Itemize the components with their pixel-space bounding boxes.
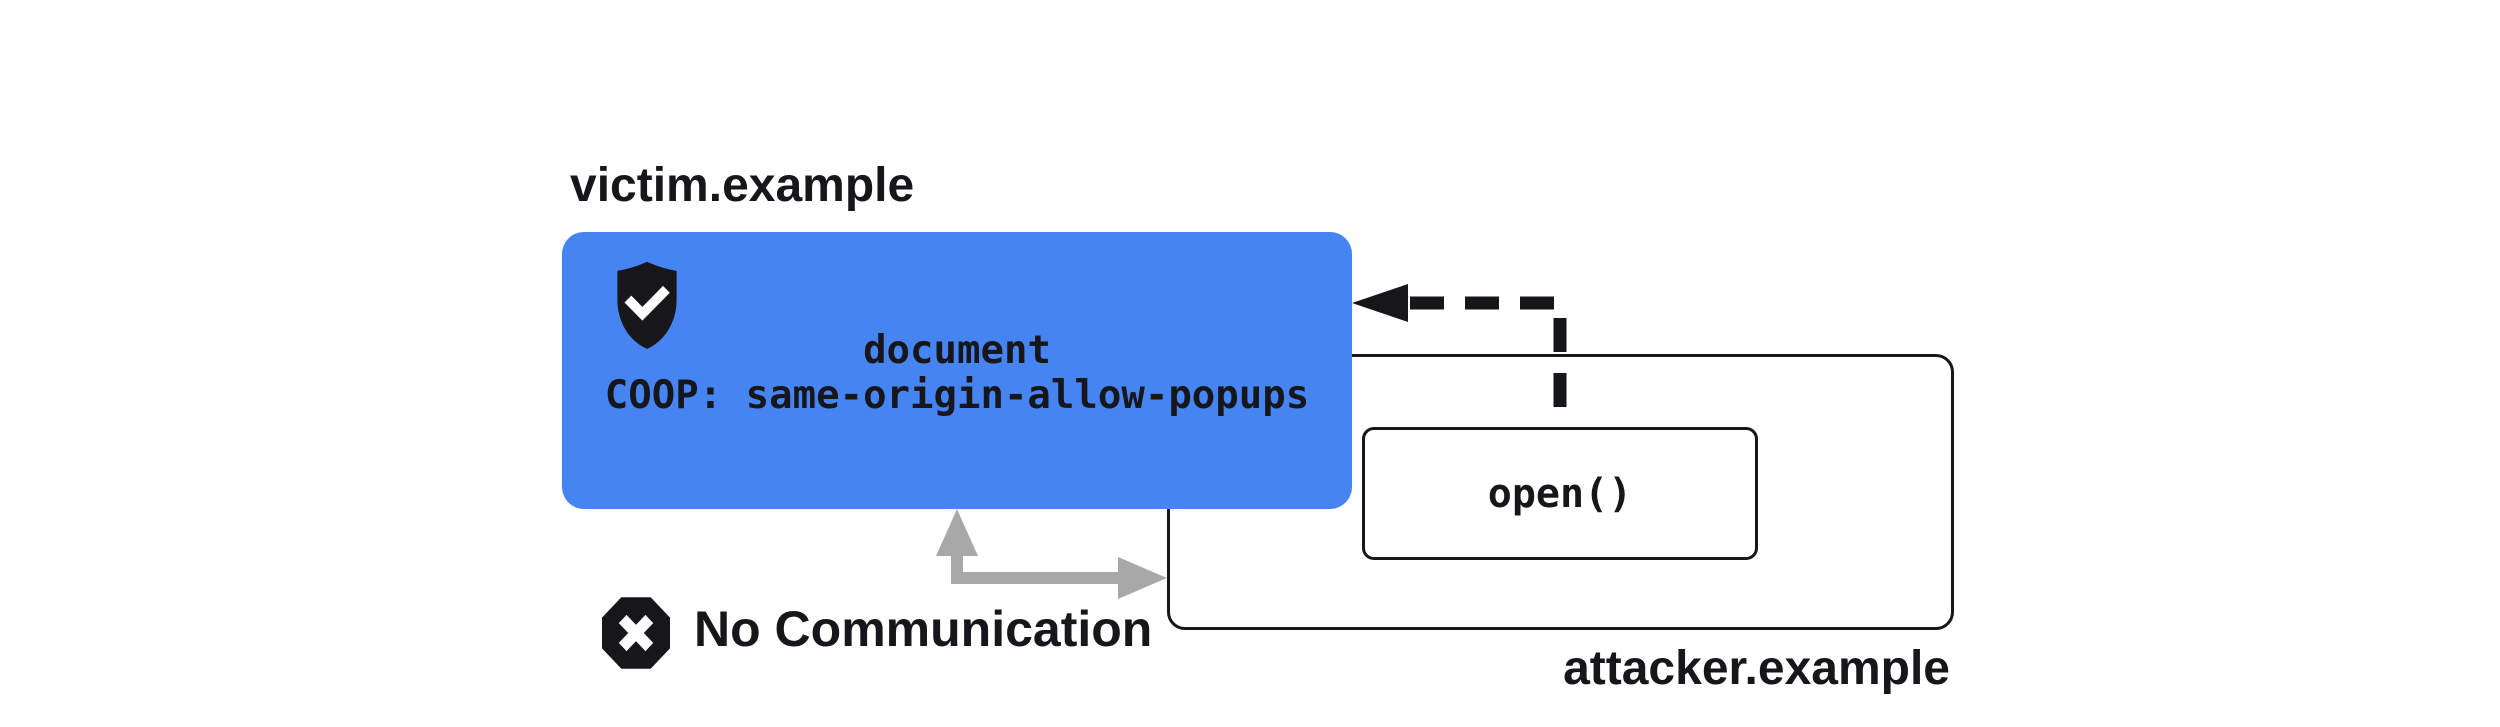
victim-domain-label: victim.example — [570, 159, 915, 212]
no-communication-label: No Communication — [694, 601, 1153, 657]
open-call-box: open() — [1362, 427, 1758, 560]
victim-document-box: document COOP: same-origin-allow-popups — [562, 232, 1352, 509]
open-call-label: open() — [1487, 470, 1633, 517]
document-line: document — [863, 328, 1051, 373]
no-communication-arrow — [936, 509, 1167, 599]
attacker-domain-label: attacker.example — [1563, 642, 1950, 695]
shield-check-icon — [617, 261, 677, 349]
octagon-x-icon — [602, 597, 670, 669]
coop-header-line: COOP: same-origin-allow-popups — [604, 373, 1310, 418]
victim-document-text: document COOP: same-origin-allow-popups — [562, 328, 1352, 418]
